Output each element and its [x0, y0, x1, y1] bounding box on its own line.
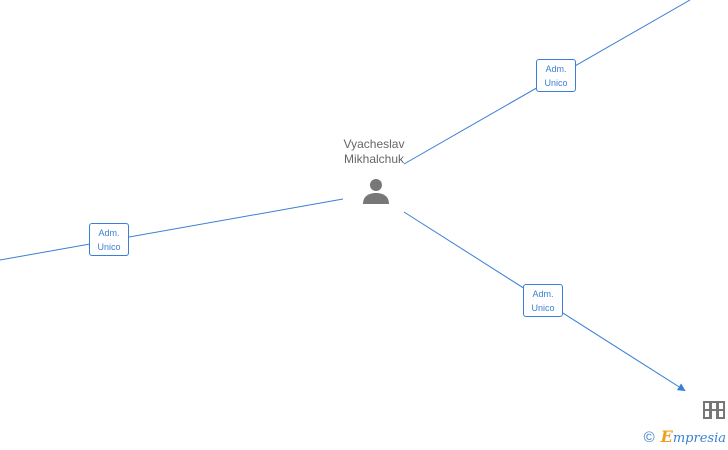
role-line1: Adm.	[545, 64, 567, 74]
role-line2: Unico	[544, 78, 568, 88]
copyright-symbol: ©	[643, 429, 655, 446]
person-last-name: Mikhalchuk	[343, 152, 405, 166]
brand-logo[interactable]: Empresia	[661, 429, 726, 447]
building-icon[interactable]	[703, 401, 725, 419]
role-line1: Adm.	[98, 228, 120, 238]
person-name[interactable]: Vyacheslav Mikhalchuk	[330, 137, 418, 167]
person-icon[interactable]	[361, 176, 391, 206]
brand-rest: mpresia	[672, 431, 726, 446]
role-box-adm-unico[interactable]: Adm. Unico	[523, 284, 563, 317]
edge-to-left	[0, 198, 344, 261]
role-box-adm-unico[interactable]: Adm. Unico	[89, 223, 129, 256]
brand-initial: E	[660, 427, 673, 446]
role-line2: Unico	[531, 303, 555, 313]
role-line2: Unico	[97, 242, 121, 252]
role-box-adm-unico[interactable]: Adm. Unico	[536, 59, 576, 92]
person-first-name: Vyacheslav	[343, 137, 405, 151]
footer-watermark: © Empresia	[644, 429, 726, 447]
role-line1: Adm.	[532, 289, 554, 299]
